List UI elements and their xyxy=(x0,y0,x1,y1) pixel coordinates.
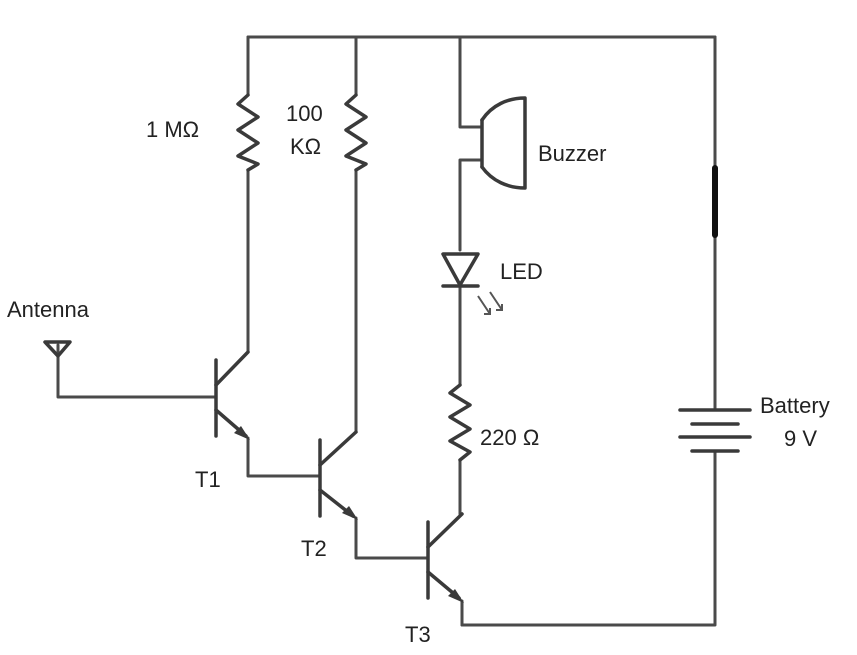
label-t1: T1 xyxy=(195,467,221,492)
label-battery: Battery xyxy=(760,393,830,418)
label-led: LED xyxy=(500,259,543,284)
transistor-t1 xyxy=(214,350,250,440)
label-r3: 220 Ω xyxy=(480,425,539,450)
antenna xyxy=(43,340,72,358)
led xyxy=(441,252,503,315)
label-t2: T2 xyxy=(301,536,327,561)
label-r2-line2: KΩ xyxy=(290,134,321,159)
wires xyxy=(56,35,717,627)
label-buzzer: Buzzer xyxy=(538,141,606,166)
label-t3: T3 xyxy=(405,622,431,647)
resistor-220 xyxy=(448,383,472,462)
label-antenna: Antenna xyxy=(7,297,90,322)
transistor-t3 xyxy=(426,512,464,603)
resistor-1m xyxy=(236,93,260,172)
buzzer xyxy=(480,96,527,190)
label-battery-voltage: 9 V xyxy=(784,426,817,451)
transistor-t2 xyxy=(318,430,358,520)
label-r1: 1 MΩ xyxy=(146,117,199,142)
resistor-100k xyxy=(344,93,368,172)
label-r2-line1: 100 xyxy=(286,101,323,126)
battery xyxy=(678,165,752,453)
